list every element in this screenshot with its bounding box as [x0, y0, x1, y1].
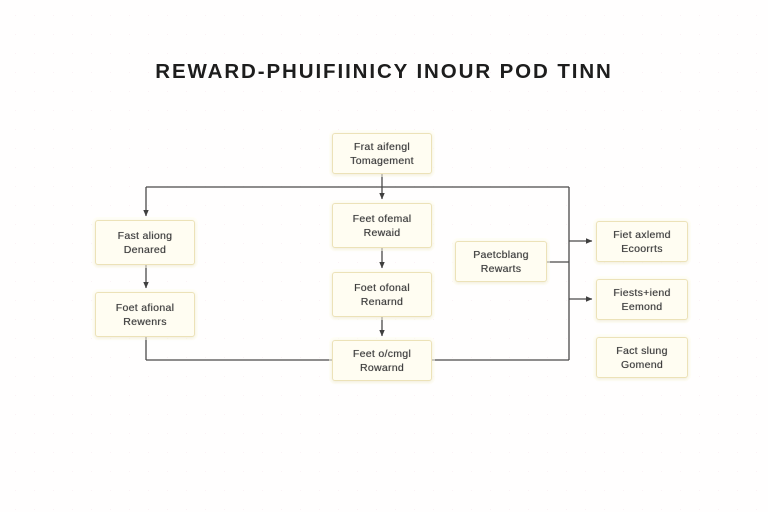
node-label-line1: Feet o/cmgl: [352, 347, 412, 360]
node-label-line1: Fiet axlemd: [613, 228, 671, 241]
node-label-line2: Rewarts: [480, 262, 522, 275]
page-title: REWARD-PHUIFIINICY INOUR POD TINN: [155, 60, 613, 83]
node-center-third[interactable]: Feet o/cmgl Rowarnd: [332, 340, 432, 381]
node-label-line1: Fiests+iend: [613, 286, 671, 299]
node-right-third[interactable]: Fact slung Gomend: [596, 337, 688, 378]
node-top-management[interactable]: Frat aifengl Tomagement: [332, 133, 432, 174]
node-label-line1: Paetcblang: [473, 248, 529, 261]
node-label-line2: Denared: [123, 243, 167, 256]
node-label-line1: Foet afional: [115, 301, 175, 314]
node-left-lower[interactable]: Foet afional Rewenrs: [95, 292, 195, 337]
node-label-line2: Eemond: [621, 300, 663, 313]
node-label-line2: Tomagement: [350, 154, 414, 167]
node-label-line2: Rowarnd: [359, 361, 405, 374]
node-label-line2: Renarnd: [360, 295, 404, 308]
node-label-line2: Rewaid: [363, 226, 401, 239]
node-label-line2: Gomend: [620, 358, 664, 371]
node-label-line1: Fast aliong: [117, 229, 173, 242]
node-label-line2: Rewenrs: [123, 315, 167, 328]
node-label-line1: Frat aifengl: [353, 140, 411, 153]
node-right-second[interactable]: Fiests+iend Eemond: [596, 279, 688, 320]
node-middle-right[interactable]: Paetcblang Rewarts: [455, 241, 547, 282]
node-label-line2: Ecoorrts: [621, 242, 663, 255]
node-center-first[interactable]: Feet ofemal Rewaid: [332, 203, 432, 248]
node-right-first[interactable]: Fiet axlemd Ecoorrts: [596, 221, 688, 262]
node-center-second[interactable]: Foet ofonal Renarnd: [332, 272, 432, 317]
node-label-line1: Fact slung: [616, 344, 668, 357]
node-label-line1: Foet ofonal: [354, 281, 410, 294]
node-left-upper[interactable]: Fast aliong Denared: [95, 220, 195, 265]
node-label-line1: Feet ofemal: [352, 212, 412, 225]
